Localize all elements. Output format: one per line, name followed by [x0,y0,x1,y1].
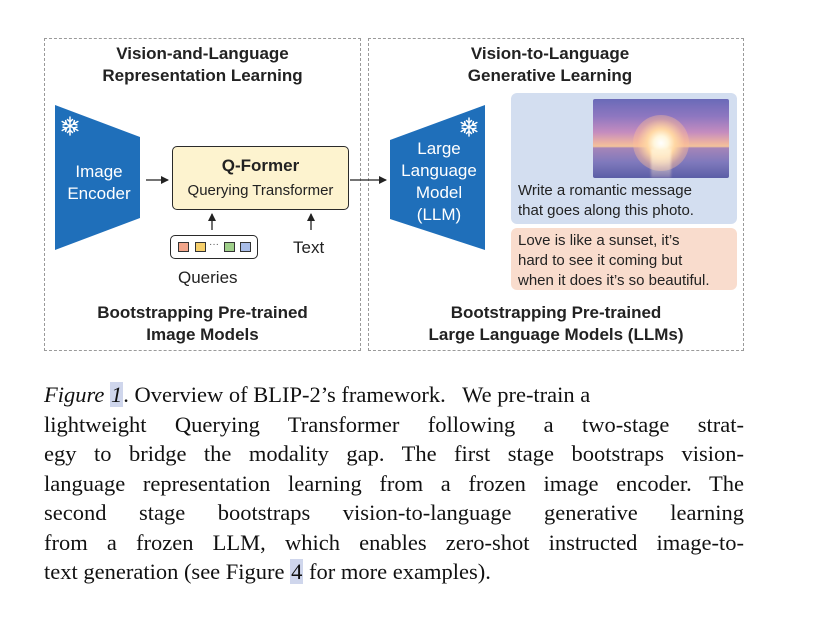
response-text-line1: Love is like a sunset, it’s [518,232,680,249]
image-encoder-label-line1: Image [75,162,123,181]
left-panel-footer-line2: Image Models [146,325,259,344]
caption-figure-number[interactable]: 1 [110,382,124,407]
queries-box: ··· [170,235,258,259]
qformer-subtitle: Querying Transformer [187,182,334,199]
caption-line-5: second stage bootstraps vision-to-langua… [44,500,744,525]
llm-shape [390,105,485,250]
sun-reflection [651,149,671,178]
llm-label-line2: Language [401,161,477,180]
prompt-text-line2: that goes along this photo. [518,202,694,219]
image-encoder-shape [55,105,140,250]
image-encoder-label-line2: Encoder [67,184,131,203]
caption-line-1: Figure 1. Overview of BLIP-2’s framework… [44,380,744,410]
right-panel-footer-line2: Large Language Models (LLMs) [428,325,684,344]
left-panel-title-line2: Representation Learning [102,66,303,85]
qformer-title: Q-Former [221,156,300,175]
text-label: Text [293,238,325,257]
response-text-line2: hard to see it coming but [518,252,683,269]
query-token [195,242,206,252]
caption-figure-word: Figure [44,382,105,407]
caption-line-7: text generation (see Figure 4 for more e… [44,557,744,587]
query-token [178,242,189,252]
right-panel [368,38,744,351]
caption-line7-after: for more examples). [303,559,491,584]
query-token [224,242,235,252]
llm-label-line3: Model [415,183,463,202]
query-token [240,242,251,252]
qformer-box: Q-Former Querying Transformer [172,146,349,210]
caption-line7-before: text generation (see Figure [44,559,291,584]
left-panel-footer-line1: Bootstrapping Pre-trained [97,303,308,322]
llm-label-line1: Large [417,139,461,158]
caption-line-6: from a frozen LLM, which enables zero-sh… [44,529,744,555]
left-panel-title-line1: Vision-and-Language [116,44,289,63]
prompt-text-line1: Write a romantic message [518,182,692,199]
caption-line-2: lightweight Querying Transformer followi… [44,411,744,437]
right-panel-title-line1: Vision-to-Language [470,44,630,63]
sunset-photo [593,99,729,178]
caption-figure-ref[interactable]: 4 [290,559,304,584]
query-ellipsis: ··· [209,239,219,250]
llm-label-line4: (LLM) [416,205,462,224]
right-panel-footer-line1: Bootstrapping Pre-trained [450,303,662,322]
right-panel-title-line2: Generative Learning [467,66,633,85]
response-text-line3: when it does it’s so beautiful. [518,272,710,289]
figure-caption: Figure 1. Overview of BLIP-2’s framework… [44,380,744,587]
queries-label: Queries [178,268,238,287]
caption-line-3: egy to bridge the modality gap. The firs… [44,441,744,466]
caption-line-4: language representation learning from a … [44,470,744,496]
response-bubble [511,228,737,290]
left-panel [44,38,361,351]
caption-line1-text: . Overview of BLIP-2’s framework. We pre… [123,382,591,407]
